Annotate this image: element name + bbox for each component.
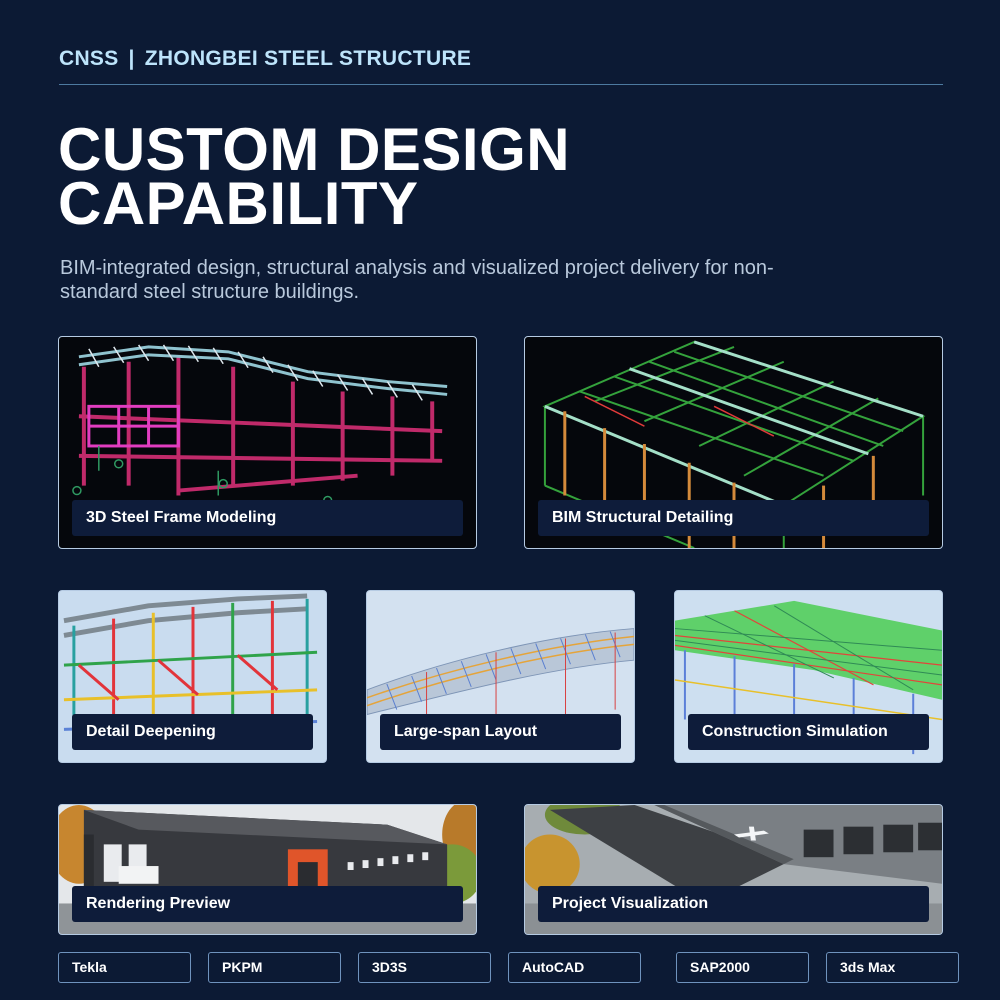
tool-badge-3ds-max: 3ds Max (826, 952, 959, 983)
tool-badge-tekla: Tekla (58, 952, 191, 983)
brand-name: CNSS (59, 47, 119, 70)
card-label: Rendering Preview (72, 886, 463, 922)
card-construction-simulation[interactable]: Construction Simulation (674, 590, 943, 763)
tool-badge-sap2000: SAP2000 (676, 952, 809, 983)
tool-badge-pkpm: PKPM (208, 952, 341, 983)
card-bim-structural-detailing[interactable]: BIM Structural Detailing (524, 336, 943, 549)
software-tools-list: Tekla PKPM 3D3S AutoCAD SAP2000 3ds Max (58, 952, 959, 983)
card-rendering-preview[interactable]: Rendering Preview (58, 804, 477, 935)
brand-company: ZHONGBEI STEEL STRUCTURE (144, 47, 472, 70)
card-label: 3D Steel Frame Modeling (72, 500, 463, 536)
page-subtitle: BIM-integrated design, structural analys… (60, 257, 774, 303)
steel-frame-render (72, 344, 448, 506)
card-label: Construction Simulation (688, 714, 929, 750)
header-divider (59, 84, 943, 85)
page-title-line-1: CUSTOM DESIGN (58, 116, 571, 183)
card-project-visualization[interactable]: Project Visualization (524, 804, 943, 935)
page-title-line-2: CAPABILITY (58, 170, 419, 237)
brand-header: CNSS | ZHONGBEI STEEL STRUCTURE (59, 47, 471, 71)
card-large-span-layout[interactable]: Large-span Layout (366, 590, 635, 763)
tool-badge-3d3s: 3D3S (358, 952, 491, 983)
card-label: Project Visualization (538, 886, 929, 922)
tool-badge-autocad: AutoCAD (508, 952, 641, 983)
card-3d-steel-frame-modeling[interactable]: 3D Steel Frame Modeling (58, 336, 477, 549)
page-title: CUSTOM DESIGN CAPABILITY (58, 116, 571, 237)
card-label: Large-span Layout (380, 714, 621, 750)
card-label: BIM Structural Detailing (538, 500, 929, 536)
card-detail-deepening[interactable]: Detail Deepening (58, 590, 327, 763)
card-label: Detail Deepening (72, 714, 313, 750)
brand-separator: | (128, 47, 135, 70)
